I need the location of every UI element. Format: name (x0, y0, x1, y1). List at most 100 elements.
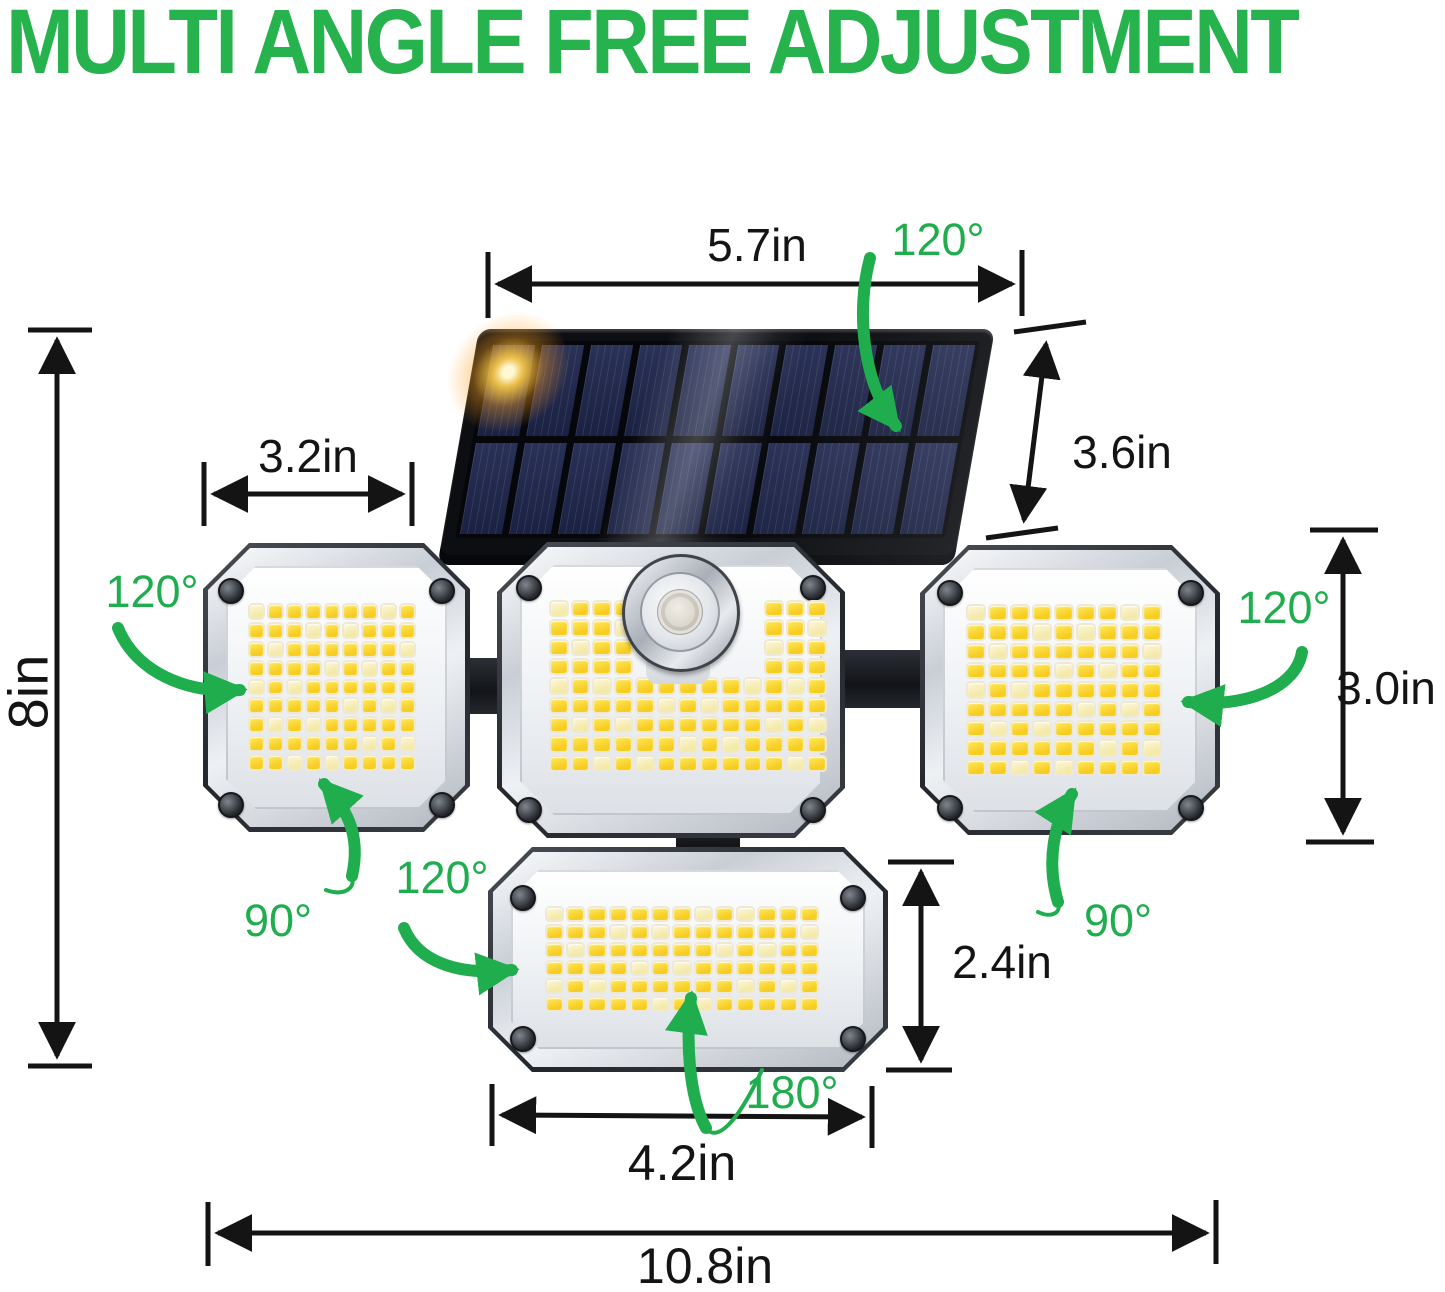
led-chip (382, 680, 396, 694)
led-chip (701, 679, 718, 693)
dimension-label-right-head-height: 3.0in (1336, 662, 1436, 714)
dimension-label-solar-panel-width: 5.7in (707, 219, 807, 271)
led-chip (766, 698, 782, 712)
led-chip (594, 602, 610, 616)
angle-label-right-head-swivel: 120° (1237, 582, 1331, 633)
led-chip (738, 980, 754, 992)
led-chip (287, 623, 301, 637)
led-chip (547, 944, 563, 956)
led-chip (325, 718, 339, 732)
led-chip (968, 741, 984, 755)
bottom-light-head-led-array (547, 908, 817, 1010)
angle-label-solar-panel-tilt: 120° (891, 214, 985, 265)
led-chip (594, 717, 610, 732)
corner-screw-icon (936, 579, 963, 606)
led-chip (716, 962, 733, 974)
led-chip (1056, 606, 1072, 620)
right-light-head-led-array (968, 606, 1160, 774)
led-chip (325, 642, 339, 656)
led-chip (401, 623, 414, 637)
angle-label-right-head-tilt: 90° (1083, 895, 1153, 946)
led-chip (780, 908, 796, 920)
led-chip (1056, 683, 1072, 697)
led-chip (547, 980, 563, 992)
led-chip (631, 908, 648, 920)
led-chip (250, 699, 263, 713)
led-chip (1144, 606, 1160, 620)
led-chip (680, 756, 696, 770)
led-chip (382, 718, 396, 732)
led-chip (363, 680, 377, 694)
led-chip (1144, 721, 1160, 736)
led-chip (1012, 625, 1028, 639)
led-chip (738, 962, 754, 974)
led-chip (572, 756, 589, 770)
led-chip (594, 737, 610, 751)
led-chip (401, 661, 414, 675)
led-chip (551, 698, 567, 712)
sun-glint-icon (431, 307, 585, 437)
corner-screw-icon (799, 797, 826, 824)
led-chip (759, 980, 775, 992)
led-chip (401, 699, 414, 713)
led-chip (568, 962, 584, 974)
led-chip (1144, 741, 1160, 755)
led-chip (1034, 644, 1050, 658)
motion-sensor-icon (657, 589, 703, 635)
led-chip (610, 926, 626, 938)
led-chip (990, 644, 1006, 658)
led-chip (572, 698, 589, 712)
led-chip (716, 998, 733, 1010)
led-chip (568, 908, 584, 920)
led-chip (287, 718, 301, 732)
led-chip (723, 717, 739, 732)
led-chip (344, 623, 358, 637)
led-chip (363, 661, 377, 675)
led-chip (1122, 741, 1138, 755)
led-chip (766, 602, 782, 616)
led-chip (653, 962, 669, 974)
led-chip (809, 698, 825, 712)
led-chip (344, 661, 358, 675)
led-chip (1078, 702, 1094, 716)
led-chip (363, 699, 377, 713)
led-chip (674, 980, 690, 992)
led-chip (344, 737, 358, 751)
led-chip (744, 679, 761, 693)
led-chip (1144, 663, 1160, 678)
led-chip (551, 679, 567, 693)
led-chip (382, 642, 396, 656)
led-chip (589, 944, 605, 956)
led-chip (382, 699, 396, 713)
led-chip (382, 737, 396, 751)
led-chip (766, 737, 782, 751)
led-chip (809, 737, 825, 751)
led-chip (809, 659, 825, 674)
led-chip (610, 998, 626, 1010)
led-chip (572, 640, 589, 654)
led-chip (990, 663, 1006, 678)
led-chip (306, 737, 320, 751)
led-chip (363, 737, 377, 751)
led-chip (572, 679, 589, 693)
led-chip (780, 944, 796, 956)
led-chip (589, 962, 605, 974)
led-chip (287, 756, 301, 769)
led-chip (801, 980, 817, 992)
led-chip (1122, 606, 1138, 620)
led-chip (968, 606, 984, 620)
corner-screw-icon (510, 1025, 536, 1052)
corner-screw-icon (516, 574, 543, 601)
led-chip (695, 944, 711, 956)
led-chip (268, 605, 282, 618)
led-chip (1144, 683, 1160, 697)
led-chip (787, 679, 804, 693)
led-chip (1012, 663, 1028, 678)
led-chip (759, 962, 775, 974)
led-chip (589, 908, 605, 920)
led-chip (695, 962, 711, 974)
led-chip (610, 944, 626, 956)
led-chip (572, 737, 589, 751)
led-chip (589, 926, 605, 938)
led-chip (738, 908, 754, 920)
